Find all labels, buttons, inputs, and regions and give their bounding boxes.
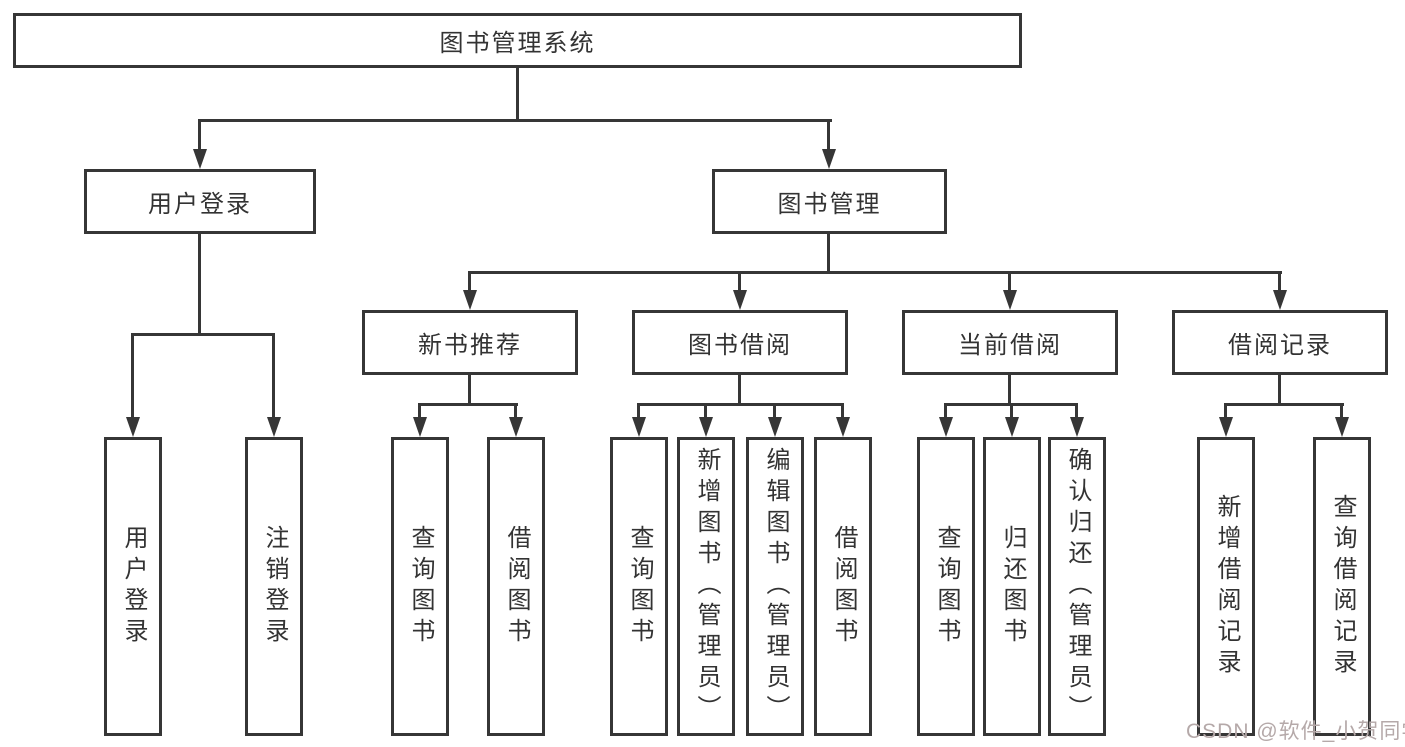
connector-hline [637, 403, 843, 406]
connector-stub [738, 271, 741, 291]
leaf-confirm-return-admin: 确认归还（管理员） [1048, 437, 1106, 736]
node-book-borrow-label: 图书借阅 [688, 332, 792, 359]
connector-hline [1224, 403, 1344, 406]
node-root: 图书管理系统 [13, 13, 1022, 68]
node-user-login: 用户登录 [84, 169, 316, 234]
leaf-edit-book-admin-label: 编辑图书（管理员） [762, 447, 789, 726]
arrow-down-icon [463, 290, 477, 310]
connector-stub [704, 403, 707, 419]
leaf-edit-book-admin: 编辑图书（管理员） [746, 437, 804, 736]
leaf-user-login: 用户登录 [104, 437, 162, 736]
connector-stub [418, 403, 421, 419]
leaf-return-book-label: 归还图书 [999, 524, 1026, 649]
arrow-down-icon [126, 417, 140, 437]
connector-vline [1278, 374, 1281, 405]
connector-stub [514, 403, 517, 419]
leaf-query-books-borrow-label: 查询图书 [626, 524, 653, 649]
connector-stub [944, 403, 947, 419]
leaf-add-borrow-record: 新增借阅记录 [1197, 437, 1255, 736]
arrow-down-icon [1070, 417, 1084, 437]
connector-hline [469, 271, 1282, 274]
arrow-down-icon [1005, 417, 1019, 437]
leaf-borrow-books-label: 借阅图书 [830, 524, 857, 649]
connector-vline [1008, 374, 1011, 405]
leaf-logout: 注销登录 [245, 437, 303, 736]
connector-vline [198, 234, 201, 335]
arrow-down-icon [193, 149, 207, 169]
connector-stub [272, 333, 275, 418]
node-borrow-records: 借阅记录 [1172, 310, 1388, 375]
leaf-add-borrow-record-label: 新增借阅记录 [1213, 493, 1240, 680]
leaf-borrow-books: 借阅图书 [814, 437, 872, 736]
arrow-down-icon [699, 417, 713, 437]
connector-stub [1010, 403, 1013, 419]
connector-stub [198, 119, 201, 151]
node-book-borrow: 图书借阅 [632, 310, 848, 375]
connector-stub [1278, 271, 1281, 291]
leaf-logout-label: 注销登录 [261, 524, 288, 649]
csdn-watermark: CSDN @软件_小贺同学 [1186, 720, 1405, 743]
connector-stub [827, 119, 830, 151]
node-current-borrow-label: 当前借阅 [958, 332, 1062, 359]
connector-stub [468, 271, 471, 291]
connector-stub [841, 403, 844, 419]
connector-stub [131, 333, 134, 418]
leaf-add-book-admin-label: 新增图书（管理员） [693, 447, 720, 726]
arrow-down-icon [632, 417, 646, 437]
connector-hline [198, 119, 832, 122]
arrow-down-icon [413, 417, 427, 437]
leaf-query-books-current: 查询图书 [917, 437, 975, 736]
arrow-down-icon [1273, 290, 1287, 310]
connector-stub [1075, 403, 1078, 419]
leaf-query-borrow-record: 查询借阅记录 [1313, 437, 1371, 736]
node-new-book-recommend-label: 新书推荐 [418, 332, 522, 359]
connector-hline [131, 333, 275, 336]
leaf-return-book: 归还图书 [983, 437, 1041, 736]
node-root-label: 图书管理系统 [439, 30, 596, 57]
arrow-down-icon [1003, 290, 1017, 310]
arrow-down-icon [768, 417, 782, 437]
node-book-management: 图书管理 [712, 169, 947, 234]
arrow-down-icon [822, 149, 836, 169]
arrow-down-icon [509, 417, 523, 437]
arrow-down-icon [939, 417, 953, 437]
connector-vline [468, 374, 471, 405]
leaf-query-borrow-record-label: 查询借阅记录 [1329, 493, 1356, 680]
leaf-query-books-recommend: 查询图书 [391, 437, 449, 736]
connector-vline [738, 374, 741, 405]
connector-stub [773, 403, 776, 419]
leaf-user-login-label: 用户登录 [120, 524, 147, 649]
connector-stub [1008, 271, 1011, 291]
leaf-query-books-recommend-label: 查询图书 [407, 524, 434, 649]
leaf-query-books-current-label: 查询图书 [933, 524, 960, 649]
connector-hline [418, 403, 518, 406]
leaf-query-books-borrow: 查询图书 [610, 437, 668, 736]
connector-stub [1340, 403, 1343, 419]
arrow-down-icon [836, 417, 850, 437]
arrow-down-icon [733, 290, 747, 310]
arrow-down-icon [1219, 417, 1233, 437]
connector-vline [516, 68, 519, 121]
connector-stub [637, 403, 640, 419]
arrow-down-icon [267, 417, 281, 437]
leaf-confirm-return-admin-label: 确认归还（管理员） [1064, 447, 1091, 726]
node-borrow-records-label: 借阅记录 [1228, 332, 1332, 359]
node-current-borrow: 当前借阅 [902, 310, 1118, 375]
leaf-borrow-books-recommend: 借阅图书 [487, 437, 545, 736]
connector-vline [827, 234, 830, 273]
node-new-book-recommend: 新书推荐 [362, 310, 578, 375]
node-book-management-label: 图书管理 [777, 191, 882, 218]
connector-stub [1224, 403, 1227, 419]
arrow-down-icon [1335, 417, 1349, 437]
node-user-login-label: 用户登录 [148, 191, 252, 218]
leaf-add-book-admin: 新增图书（管理员） [677, 437, 735, 736]
leaf-borrow-books-recommend-label: 借阅图书 [503, 524, 530, 649]
